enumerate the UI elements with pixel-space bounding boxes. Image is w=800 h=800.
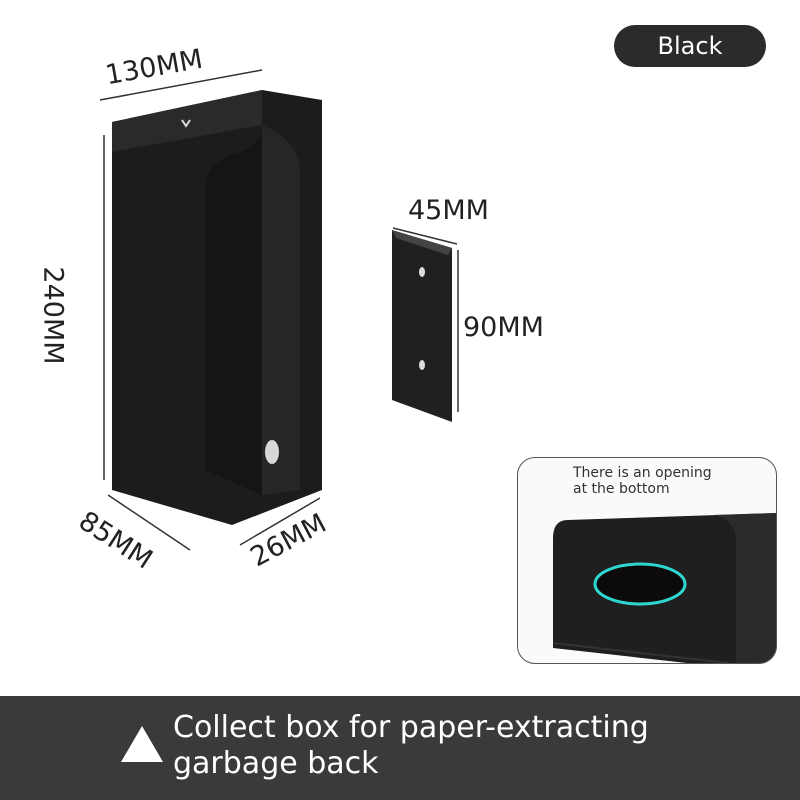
- opening-detail-image: [552, 513, 776, 663]
- bottom-opening-hint: [265, 440, 279, 464]
- dim-line-depth: [107, 494, 191, 551]
- product-illustration: [99, 69, 459, 551]
- inset-caption: There is an opening at the bottom: [573, 465, 712, 497]
- bracket-width-label: 45MM: [408, 195, 489, 226]
- tissue-box: [112, 90, 322, 525]
- dim-line-slot: [239, 497, 321, 546]
- footer-line1: Collect box for paper-extracting: [173, 710, 649, 745]
- wall-bracket: [392, 230, 452, 422]
- inset-caption-line2: at the bottom: [573, 481, 670, 497]
- color-badge: Black: [614, 25, 766, 67]
- bracket-height-label: 90MM: [463, 312, 544, 343]
- triangle-icon: [121, 726, 163, 762]
- footer-caption: Collect box for paper-extracting garbage…: [173, 710, 649, 782]
- height-label: 240MM: [37, 266, 69, 365]
- footer-banner: Collect box for paper-extracting garbage…: [0, 696, 800, 800]
- detail-inset: There is an opening at the bottom: [517, 457, 777, 664]
- inset-caption-line1: There is an opening: [573, 465, 712, 481]
- glowing-opening: [593, 562, 687, 606]
- dim-line-width: [99, 69, 263, 101]
- hanging-hole-icon: [181, 119, 191, 128]
- dim-line-bracket-width: [392, 227, 458, 245]
- footer-line2: garbage back: [173, 746, 379, 781]
